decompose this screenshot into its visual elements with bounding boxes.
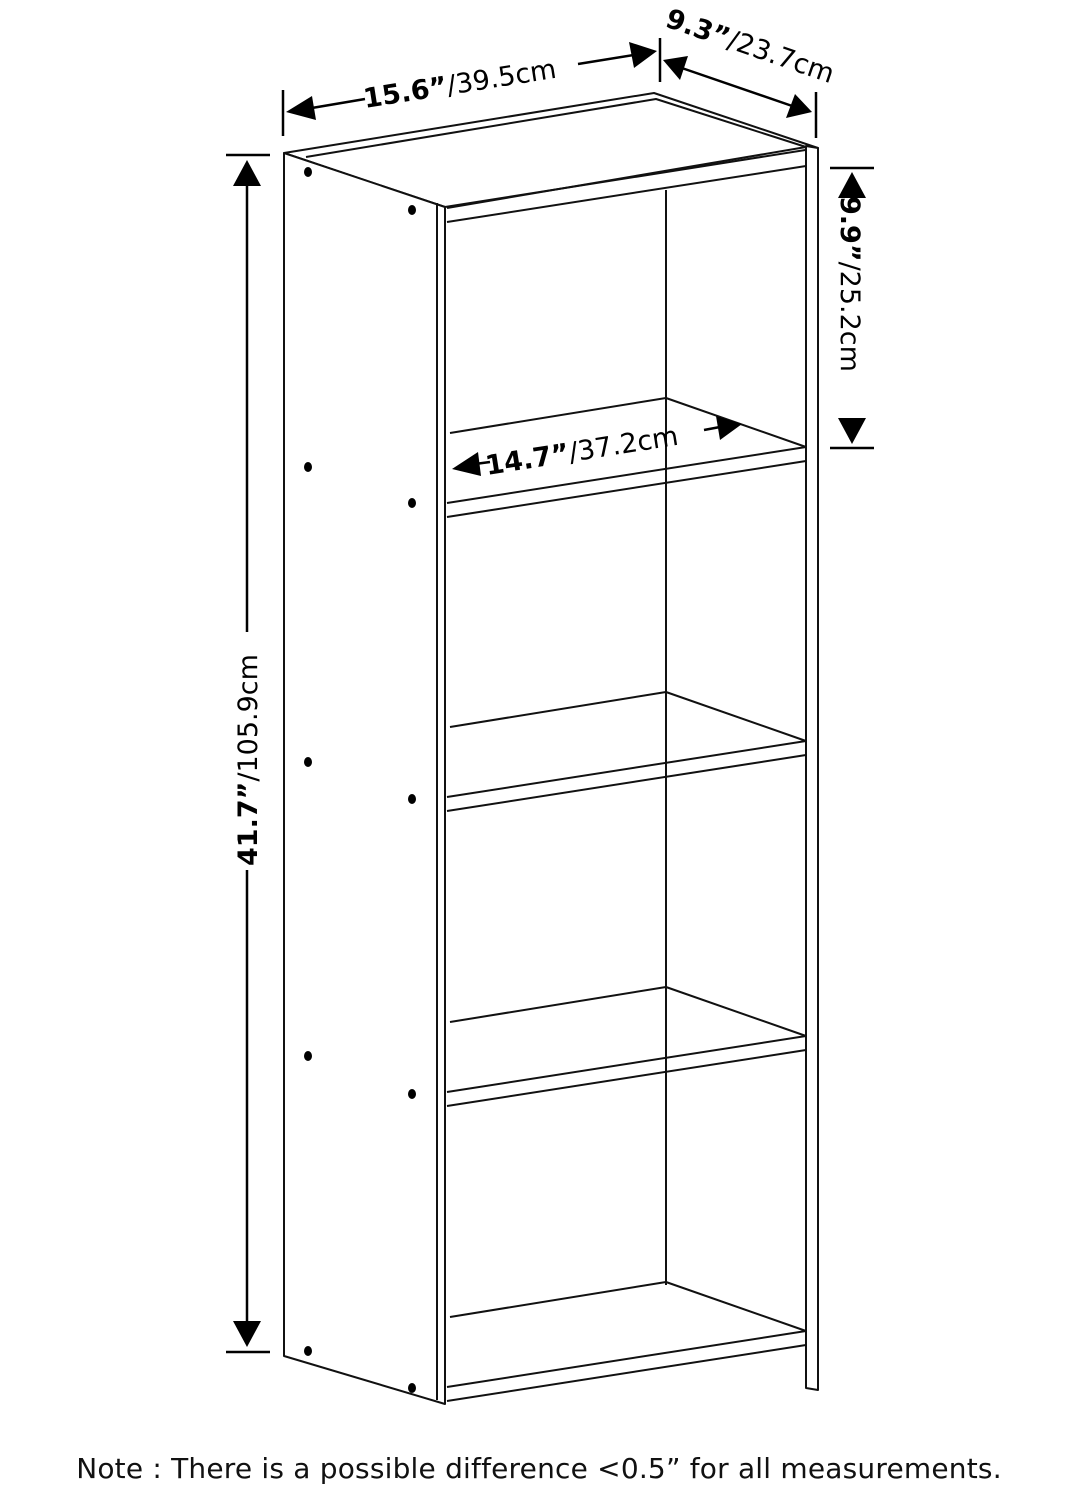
width-imperial-label: 15.6” (361, 71, 449, 115)
height-dimension: 41.7”/105.9cm (226, 153, 270, 1354)
svg-text:9.3”/23.7cm: 9.3”/23.7cm (662, 3, 838, 90)
shelf-height-metric-label: /25.2cm (834, 262, 865, 372)
bookshelf-drawing (283, 92, 819, 1405)
depth-imperial-label: 9.3” (662, 3, 734, 54)
shelf-1 (446, 397, 807, 518)
right-side-panel-edge (805, 145, 819, 1391)
svg-text:14.7”/37.2cm: 14.7”/37.2cm (483, 421, 680, 482)
shelf-3 (446, 986, 807, 1107)
measurement-note: Note : There is a possible difference <0… (76, 1452, 1002, 1485)
svg-text:15.6”/39.5cm: 15.6”/39.5cm (361, 54, 558, 115)
shelf-height-dimension: 9.9”/25.2cm (830, 166, 874, 450)
shelf-2 (446, 691, 807, 812)
depth-metric-label: /23.7cm (724, 25, 838, 90)
shelf-height-imperial-label: 9.9” (834, 196, 865, 262)
screw-holes (304, 167, 416, 1393)
shelf-width-metric-label: /37.2cm (567, 421, 681, 469)
shelf-width-imperial-label: 14.7” (483, 438, 571, 482)
width-metric-label: /39.5cm (445, 54, 559, 102)
height-imperial-label: 41.7” (233, 782, 264, 866)
bottom-panel (446, 1281, 807, 1402)
svg-text:41.7”/105.9cm: 41.7”/105.9cm (233, 654, 264, 866)
height-metric-label: /105.9cm (233, 654, 264, 782)
left-side-panel (283, 152, 446, 1405)
svg-text:9.9”/25.2cm: 9.9”/25.2cm (834, 196, 865, 372)
